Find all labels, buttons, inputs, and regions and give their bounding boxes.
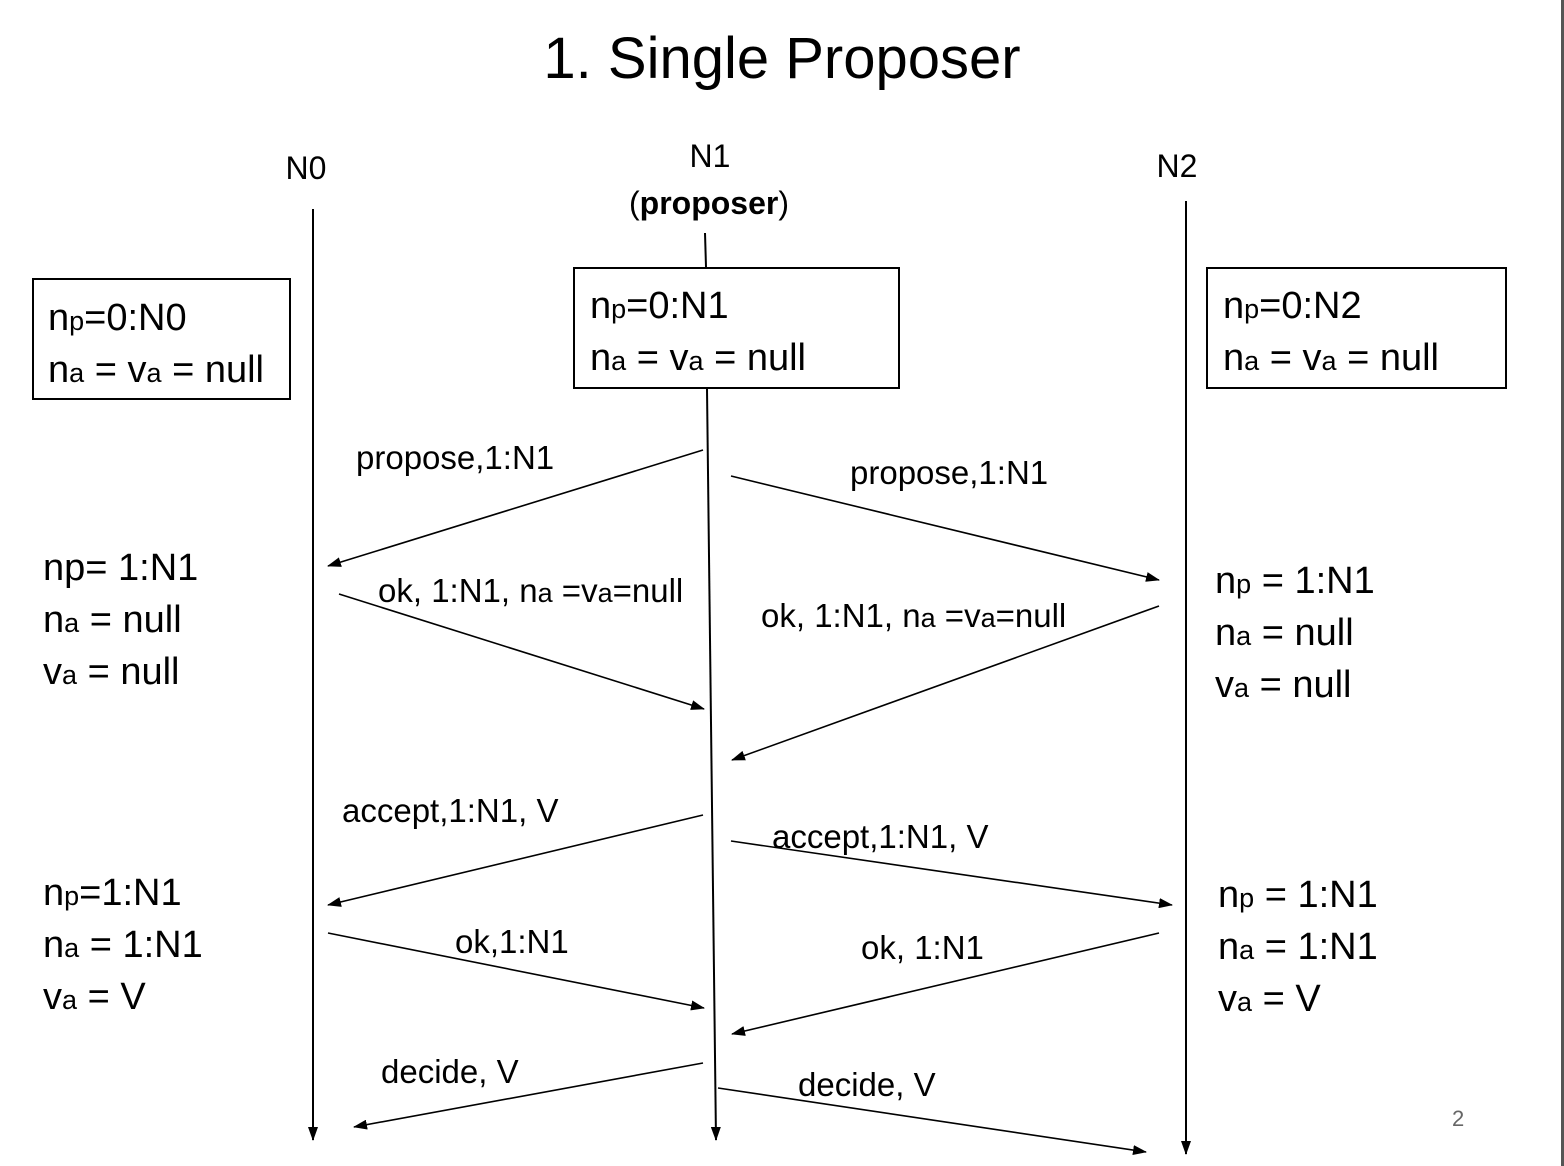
state-n2-after-accept-np: np = 1:N1 [1218,874,1378,916]
state-n0-after-accept-np: np=1:N1 [43,872,182,914]
label-ok-from-n2: ok, 1:N1, na =va=null [761,597,1066,634]
state-n2-after-accept-na: na = 1:N1 [1218,926,1378,968]
arrow-decide-to-n2 [717,1087,1147,1156]
state-box-n2-np: np=0:N2 [1223,285,1362,327]
page-number: 2 [1452,1106,1464,1131]
arrow-ok2-from-n0 [327,932,705,1011]
label-propose-to-n0: propose,1:N1 [356,439,554,476]
label-propose-to-n2: propose,1:N1 [850,454,1048,491]
state-box-n1-na-va: na = va = null [590,337,806,379]
arrow-propose-to-n0 [327,449,704,567]
timeline-n1 [706,388,721,1141]
arrow-accept-to-n0 [327,814,704,907]
state-n2-after-prepare-na: na = null [1215,612,1354,654]
node-label-n0: N0 [286,150,327,186]
state-box-n1 [573,267,900,389]
label-ok-from-n0: ok, 1:N1, na =va=null [378,572,683,609]
label-accept-to-n0: accept,1:N1, V [342,792,558,829]
arrow-accept-to-n2 [730,840,1173,909]
state-box-n0-na-va: na = va = null [48,349,264,391]
arrow-decide-to-n0 [353,1062,704,1130]
state-n2-after-accept-va: va = V [1218,978,1321,1020]
state-n0-after-accept-va: va = V [43,976,146,1018]
state-box-n2 [1206,267,1507,389]
arrow-propose-to-n2 [730,475,1160,582]
state-n0-after-prepare-va: va = null [43,651,180,693]
label-accept-to-n2: accept,1:N1, V [772,818,988,855]
state-n0-after-accept-na: na = 1:N1 [43,924,203,966]
state-n0-after-prepare-na: na = null [43,599,182,641]
node-role-n1: (proposer) [629,185,789,221]
state-n2-after-prepare-va: va = null [1215,664,1352,706]
label-decide-to-n0: decide, V [381,1053,519,1090]
node-label-n1: N1 [690,138,731,174]
node-label-n2: N2 [1157,148,1198,184]
label-decide-to-n2: decide, V [798,1066,936,1103]
state-n2-after-prepare-np: np = 1:N1 [1215,560,1375,602]
label-ok2-from-n2: ok, 1:N1 [861,929,984,966]
label-ok2-from-n0: ok,1:N1 [455,923,569,960]
timeline-n1-top [704,232,707,268]
state-box-n0 [32,278,291,400]
arrow-ok-from-n2 [731,605,1160,761]
state-box-n1-np: np=0:N1 [590,285,729,327]
state-box-n0-np: np=0:N0 [48,297,187,339]
arrow-ok-from-n0 [338,593,705,710]
arrow-ok2-from-n2 [731,932,1160,1036]
state-n0-after-prepare-np: np= 1:N1 [43,547,198,589]
state-box-n2-na-va: na = va = null [1223,337,1439,379]
slide-right-border [1561,0,1564,1166]
page-title: 1. Single Proposer [543,26,1020,91]
